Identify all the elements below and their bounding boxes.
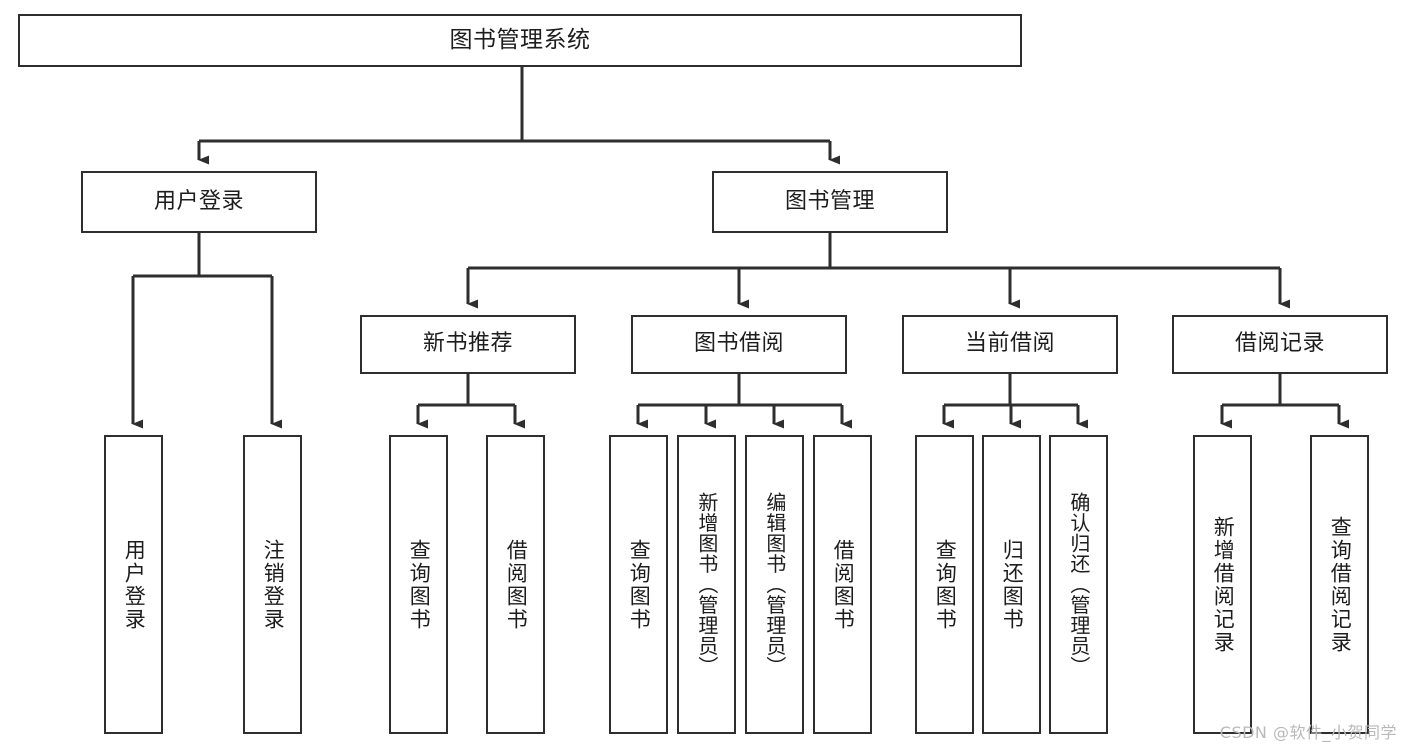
watermark: CSDN @软件_小贺同学 bbox=[1219, 723, 1397, 742]
node-label: 借阅图书 bbox=[831, 538, 856, 631]
node-current-borrow[interactable]: 当前借阅 bbox=[902, 315, 1118, 374]
node-label: 查询图书 bbox=[627, 538, 652, 631]
leaf-book-borrow-borrow[interactable]: 借阅图书 bbox=[813, 435, 872, 734]
node-label: 图书管理 bbox=[784, 188, 875, 214]
node-label: 查询借阅记录 bbox=[1328, 515, 1353, 654]
leaf-user-login-logout[interactable]: 注销登录 bbox=[243, 435, 302, 734]
leaf-book-borrow-query[interactable]: 查询图书 bbox=[609, 435, 668, 734]
node-label: 新书推荐 bbox=[422, 331, 513, 357]
leaf-current-borrow-confirm-return[interactable]: 确认归还（管理员） bbox=[1049, 435, 1108, 734]
leaf-book-borrow-edit[interactable]: 编辑图书（管理员） bbox=[745, 435, 804, 734]
node-book-management[interactable]: 图书管理 bbox=[712, 171, 948, 233]
node-new-book-recommend[interactable]: 新书推荐 bbox=[360, 315, 576, 374]
node-label: 查询图书 bbox=[933, 538, 958, 631]
node-label: 确认归还（管理员） bbox=[1066, 492, 1091, 677]
node-label: 查询图书 bbox=[407, 538, 432, 631]
node-book-borrow[interactable]: 图书借阅 bbox=[631, 315, 847, 374]
node-label: 归还图书 bbox=[1000, 538, 1025, 631]
node-label: 编辑图书（管理员） bbox=[762, 492, 787, 677]
node-borrow-record[interactable]: 借阅记录 bbox=[1172, 315, 1388, 374]
node-label: 借阅图书 bbox=[504, 538, 529, 631]
leaf-current-borrow-query[interactable]: 查询图书 bbox=[915, 435, 974, 734]
leaf-new-book-query[interactable]: 查询图书 bbox=[389, 435, 448, 734]
node-user-login[interactable]: 用户登录 bbox=[81, 171, 317, 233]
leaf-borrow-record-add[interactable]: 新增借阅记录 bbox=[1193, 435, 1252, 734]
node-label: 图书借阅 bbox=[693, 331, 784, 357]
node-label: 借阅记录 bbox=[1234, 331, 1325, 357]
leaf-borrow-record-query[interactable]: 查询借阅记录 bbox=[1310, 435, 1369, 734]
leaf-user-login-login[interactable]: 用户登录 bbox=[104, 435, 163, 734]
node-label: 图书管理系统 bbox=[449, 26, 591, 53]
node-label: 用户登录 bbox=[122, 538, 147, 631]
node-book-management-system[interactable]: 图书管理系统 bbox=[18, 14, 1022, 67]
node-label: 新增借阅记录 bbox=[1211, 515, 1236, 654]
node-label: 当前借阅 bbox=[964, 331, 1055, 357]
node-label: 新增图书（管理员） bbox=[694, 492, 719, 677]
node-label: 用户登录 bbox=[153, 188, 244, 214]
leaf-new-book-borrow[interactable]: 借阅图书 bbox=[486, 435, 545, 734]
leaf-current-borrow-return[interactable]: 归还图书 bbox=[982, 435, 1041, 734]
node-label: 注销登录 bbox=[261, 538, 286, 631]
leaf-book-borrow-add[interactable]: 新增图书（管理员） bbox=[677, 435, 736, 734]
